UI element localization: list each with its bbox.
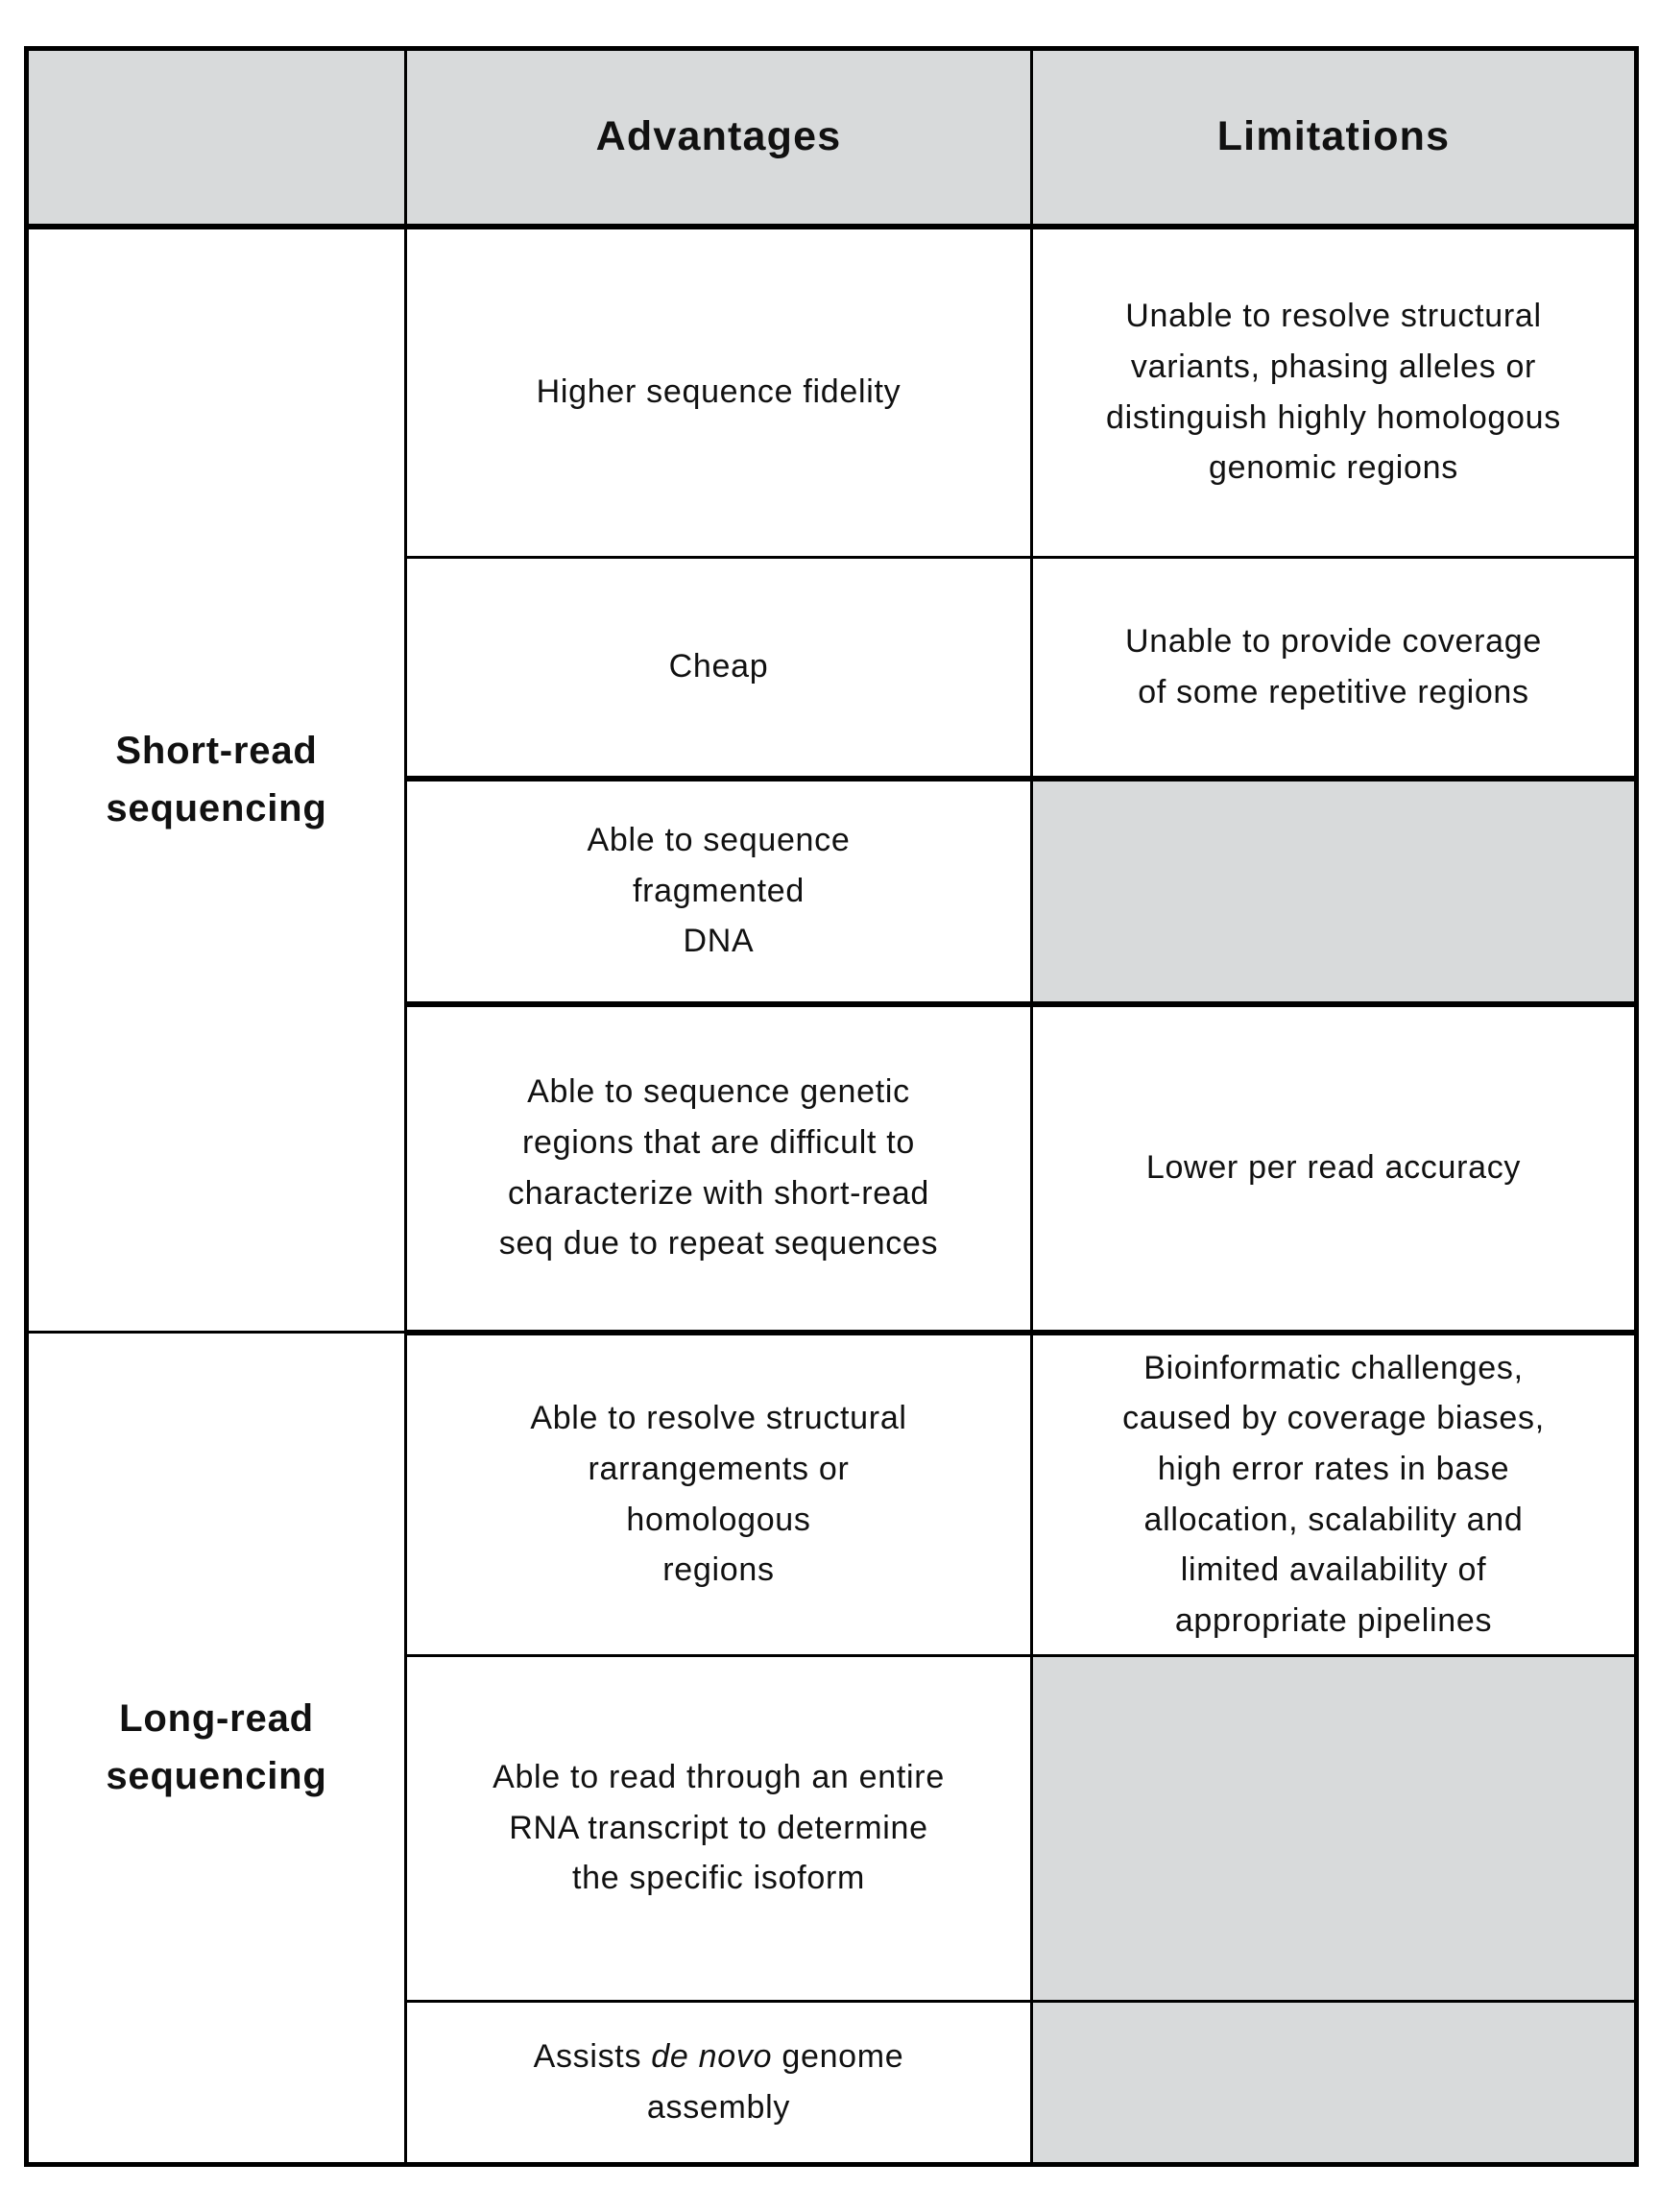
limitation-cell-lower-accuracy: Lower per read accuracy <box>1030 1002 1638 1335</box>
table-row: Able to read through an entire RNA trans… <box>27 1653 1638 2003</box>
advantage-cell-structural-rearrangements: Able to resolve structural rarrangements… <box>404 1331 1033 1657</box>
table-row: Cheap Unable to provide coverage of some… <box>27 556 1638 781</box>
advantage-cell-higher-fidelity: Higher sequence fidelity <box>404 225 1033 559</box>
row-label-long-read-sequencing: Long-read sequencing <box>25 1331 407 2166</box>
de-novo-italic-text: de novo <box>651 2037 773 2075</box>
table-header-row: Advantages Limitations <box>25 47 1638 229</box>
table-row: Short-read sequencing Higher sequence fi… <box>25 225 1638 1334</box>
limitation-cell-bioinformatic-challenges: Bioinformatic challenges, caused by cove… <box>1030 1331 1638 1657</box>
limitation-cell-empty-shaded <box>1030 1999 1638 2166</box>
sequencing-comparison-table: Advantages Limitations Short-read sequen… <box>24 46 1639 2167</box>
table-row: Long-read sequencing Able to resolve str… <box>25 1331 1638 2166</box>
advantage-cell-cheap: Cheap <box>404 556 1033 781</box>
header-advantages: Advantages <box>404 47 1033 229</box>
advantage-cell-rna-transcript: Able to read through an entire RNA trans… <box>404 1653 1033 2003</box>
limitation-cell-structural-variants: Unable to resolve structural variants, p… <box>1030 225 1638 559</box>
limitation-cell-empty-shaded <box>1030 1653 1638 2003</box>
advantage-cell-de-novo-assembly: Assists de novo genome assembly <box>404 1999 1033 2166</box>
table-row: Able to sequence genetic regions that ar… <box>27 1002 1638 1335</box>
limitation-cell-empty-shaded <box>1030 777 1638 1007</box>
assists-text-prefix: Assists <box>533 2037 652 2075</box>
row-label-short-read-sequencing: Short-read sequencing <box>25 225 407 1334</box>
table-row: Able to sequence fragmented DNA <box>27 777 1638 1007</box>
limitation-cell-repetitive-regions: Unable to provide coverage of some repet… <box>1030 556 1638 781</box>
table-row: Assists de novo genome assembly <box>27 1999 1638 2166</box>
header-limitations: Limitations <box>1030 47 1638 229</box>
advantage-cell-difficult-regions: Able to sequence genetic regions that ar… <box>404 1002 1033 1335</box>
assists-text-suffix: genome assembly <box>646 2037 904 2126</box>
header-corner-cell <box>25 47 407 229</box>
advantage-cell-fragmented-dna: Able to sequence fragmented DNA <box>404 777 1033 1007</box>
